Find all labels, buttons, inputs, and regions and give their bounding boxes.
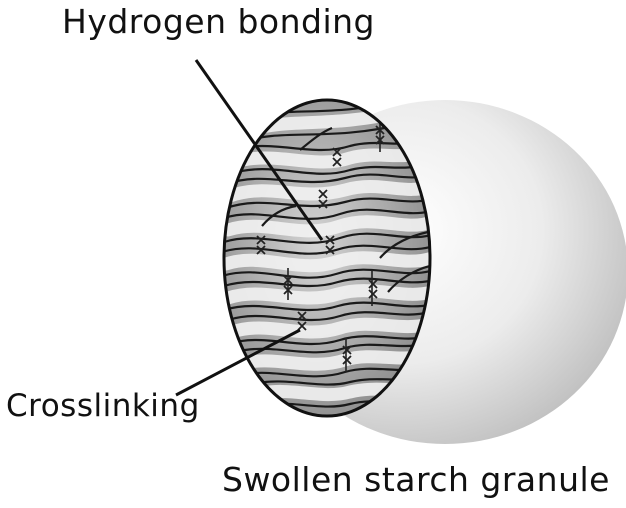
crosslinking-label: Crosslinking <box>6 388 200 424</box>
hydrogen-bonding-label: Hydrogen bonding <box>62 2 375 41</box>
diagram-caption: Swollen starch granule <box>222 460 610 499</box>
